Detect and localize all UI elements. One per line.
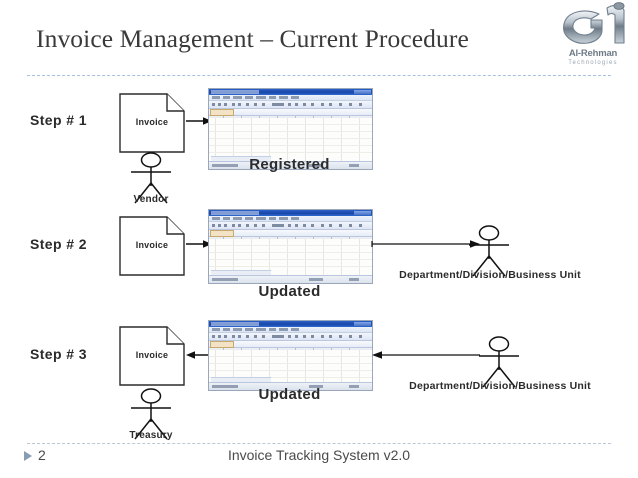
step-2-label: Step # 2 — [30, 236, 87, 252]
step-1-actor-label: Vendor — [133, 194, 169, 205]
logo-tagline: Technologies — [568, 60, 618, 66]
step-3-screen-caption: Updated — [258, 386, 321, 403]
step-2-document-label: Invoice — [135, 240, 169, 250]
step-1-spreadsheet-window[interactable] — [208, 88, 373, 170]
window-statusbar — [209, 275, 372, 283]
window-formula-bar — [209, 341, 372, 348]
window-formula-bar — [209, 230, 372, 237]
window-toolbar — [209, 101, 372, 109]
step-2-actor-department: Department/Division/Business Unit — [399, 225, 581, 281]
name-box — [210, 109, 234, 116]
step-1-screen-caption: Registered — [249, 156, 330, 173]
step-3-actor-label: Department/Division/Business Unit — [409, 380, 591, 392]
sheet-tabs[interactable] — [211, 377, 271, 382]
step-1-invoice-document: Invoice — [119, 93, 185, 153]
step-2-spreadsheet-window[interactable] — [208, 209, 373, 284]
page-number: 2 — [38, 447, 46, 463]
window-statusbar — [209, 382, 372, 390]
step-3-label: Step # 3 — [30, 346, 87, 362]
window-formula-bar — [209, 109, 372, 116]
logo-company-name: Al-Rehman — [568, 48, 618, 59]
step-2-arrow-right-icon — [186, 238, 212, 250]
title-divider — [27, 75, 611, 76]
footer-triangle-icon — [24, 451, 32, 461]
window-menubar — [209, 216, 372, 222]
step-3-spreadsheet-window[interactable] — [208, 320, 373, 391]
step-2-screen-caption: Updated — [258, 283, 321, 300]
spreadsheet-grid[interactable] — [209, 239, 372, 275]
step-3-actor-department: Department/Division/Business Unit — [409, 336, 591, 392]
sheet-tabs[interactable] — [211, 156, 271, 161]
step-1-actor-vendor: Vendor — [124, 152, 178, 208]
step-3-actor-label: Treasury — [129, 430, 173, 441]
name-box — [210, 230, 234, 237]
step-1-label: Step # 1 — [30, 112, 87, 128]
step-3-invoice-document: Invoice — [119, 326, 185, 386]
window-titlebar — [209, 321, 372, 327]
name-box — [210, 341, 234, 348]
company-logo: Al-Rehman Technologies — [551, 2, 635, 78]
window-titlebar — [209, 89, 372, 95]
ar-monogram-icon — [555, 2, 631, 50]
window-menubar — [209, 95, 372, 101]
window-titlebar — [209, 210, 372, 216]
sheet-tabs[interactable] — [211, 270, 271, 275]
step-2-invoice-document: Invoice — [119, 216, 185, 276]
window-toolbar — [209, 222, 372, 230]
step-1-arrow-right-icon — [186, 115, 212, 127]
page-title: Invoice Management – Current Procedure — [36, 24, 469, 53]
window-toolbar — [209, 333, 372, 341]
window-menubar — [209, 327, 372, 333]
step-3-arrow-from-department-icon — [372, 349, 480, 361]
step-2-actor-label: Department/Division/Business Unit — [399, 269, 581, 281]
footer-divider — [27, 443, 611, 444]
spreadsheet-grid[interactable] — [209, 350, 372, 382]
step-3-actor-treasury: Treasury — [124, 388, 178, 444]
footer-title: Invoice Tracking System v2.0 — [227, 447, 411, 463]
window-statusbar — [209, 161, 372, 169]
step-1-document-label: Invoice — [135, 117, 169, 127]
step-2-arrow-to-department-icon — [371, 238, 480, 250]
spreadsheet-grid[interactable] — [209, 118, 372, 161]
step-3-document-label: Invoice — [135, 350, 169, 360]
